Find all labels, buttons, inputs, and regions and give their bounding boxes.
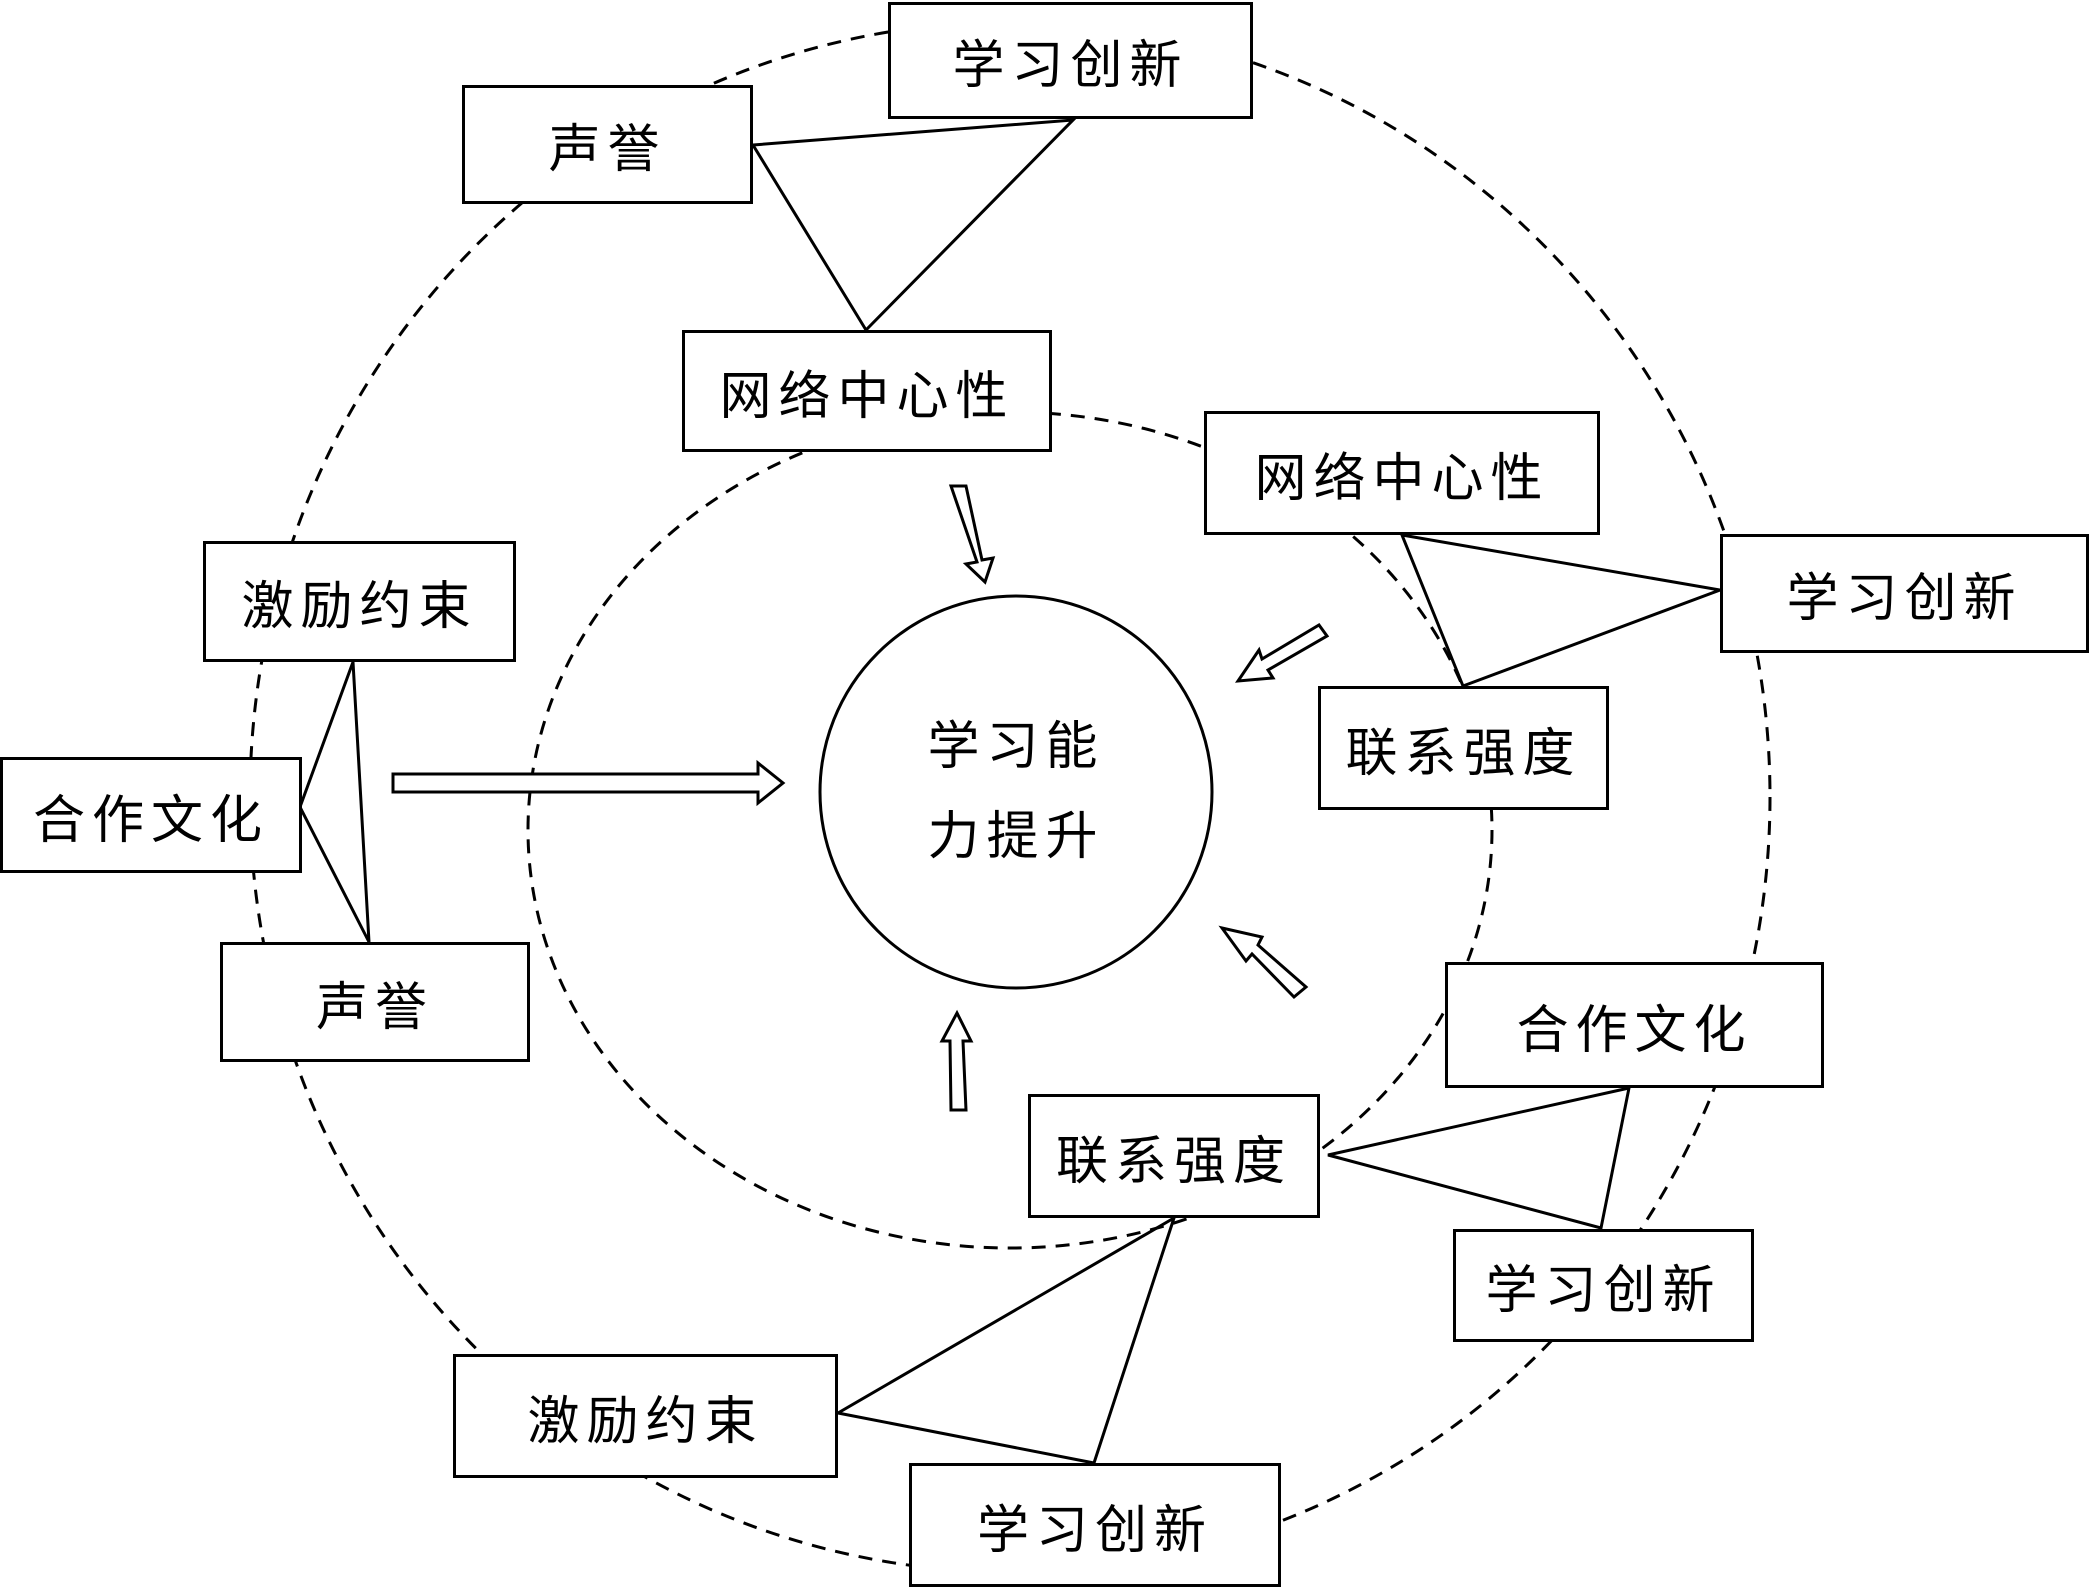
node-right-network-centrality: 网络中心性 [1204,411,1600,535]
center-circle [818,594,1214,990]
triangle-right [1399,533,1726,688]
node-left-cooperation-culture: 合作文化 [0,757,302,873]
node-top-reputation: 声誉 [462,85,753,204]
node-top-network-centrality: 网络中心性 [682,330,1052,452]
arrow-from-lower-right [1218,925,1309,1000]
arrow-from-top [948,484,996,585]
node-bottom-learning-innovation: 学习创新 [909,1463,1281,1587]
triangle-left [298,661,371,943]
center-label-line1: 学习能 [927,717,1105,777]
center-label: 学习能 力提升 [818,594,1214,990]
node-bottom-incentive-constraint: 激励约束 [453,1354,838,1478]
node-left-reputation: 声誉 [220,942,530,1062]
arrow-from-left [391,759,786,807]
node-right-learning-innovation: 学习创新 [1720,534,2089,653]
node-right-tie-strength: 联系强度 [1318,686,1609,810]
arrow-from-upper-right [1234,623,1330,683]
node-br-cooperation-culture: 合作文化 [1445,962,1824,1088]
triangle-bottom [833,1214,1177,1465]
arrow-from-bottom [939,1009,974,1112]
node-br-learning-innovation: 学习创新 [1453,1229,1754,1342]
node-top-learning-innovation: 学习创新 [888,2,1253,119]
center-label-line2: 力提升 [927,807,1105,867]
node-left-incentive-constraint: 激励约束 [203,541,516,662]
node-br-tie-strength: 联系强度 [1028,1094,1320,1218]
triangle-top [750,118,1077,333]
triangle-bottom-right [1327,1086,1631,1230]
